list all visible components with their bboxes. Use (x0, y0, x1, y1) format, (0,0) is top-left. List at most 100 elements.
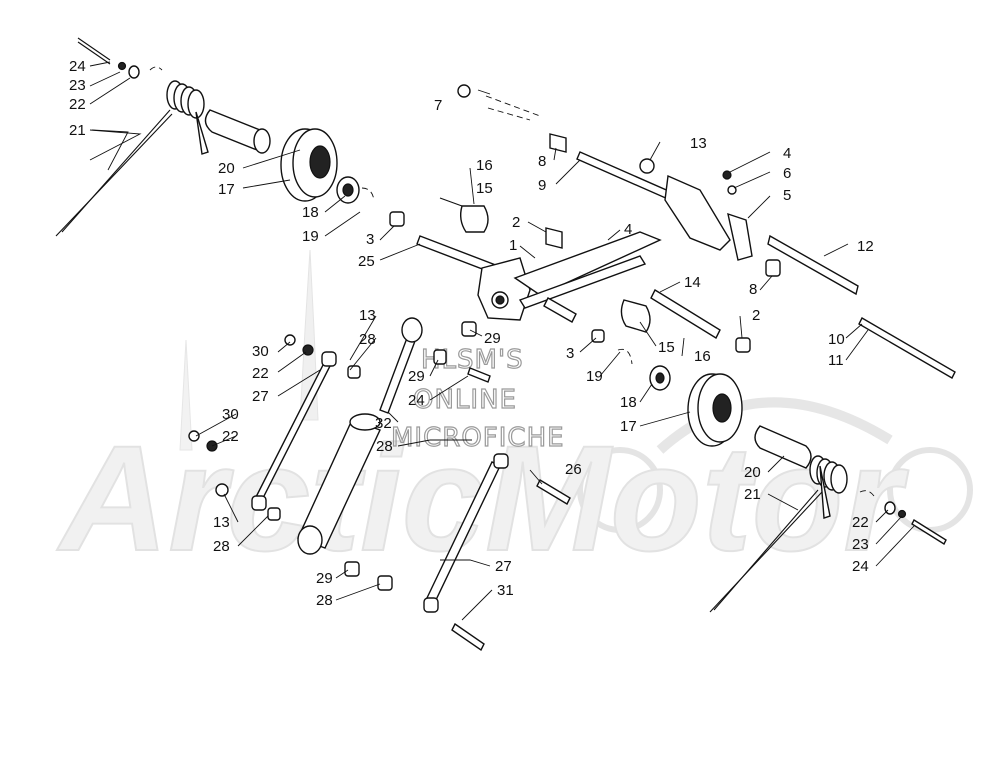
callout-19: 19 (302, 228, 319, 245)
callout-8b: 8 (749, 281, 757, 298)
callout-labels: 24 23 22 21 20 17 18 19 3 25 16 15 7 8 9… (69, 58, 874, 609)
rod-14-shape (650, 289, 721, 339)
callout-13: 13 (690, 135, 707, 152)
bolt-12-shape (767, 234, 859, 296)
callout-20b: 20 (744, 464, 761, 481)
bolt-16-shape (439, 197, 463, 207)
callout-24c: 24 (852, 558, 869, 575)
bushing-28d-shape (377, 575, 393, 591)
spacer-3-shape (389, 211, 405, 227)
callout-29: 29 (484, 330, 501, 347)
block-2-shape (545, 227, 563, 249)
callout-22b: 22 (252, 365, 269, 382)
bushing-8b-shape (765, 259, 781, 277)
callout-15: 15 (476, 180, 493, 197)
callout-22c: 22 (222, 428, 239, 445)
watermark-line-3: MICROFICHE (391, 423, 565, 453)
callout-2b: 2 (752, 307, 760, 324)
center-assembly (439, 197, 751, 353)
callout-28b: 28 (376, 438, 393, 455)
callout-18: 18 (302, 204, 319, 221)
fastener-6-shape (722, 170, 732, 180)
leader-lines (89, 61, 915, 621)
callout-28d: 28 (316, 592, 333, 609)
block-2b-shape (735, 337, 751, 353)
callout-17: 17 (218, 181, 235, 198)
callout-26: 26 (565, 461, 582, 478)
callout-22d: 22 (852, 514, 869, 531)
callout-30: 30 (252, 343, 269, 360)
callout-27: 27 (252, 388, 269, 405)
bushing-8-shape (549, 133, 567, 153)
callout-16: 16 (476, 157, 493, 174)
pivot-arm-1-plate (477, 257, 531, 321)
bracket-5-ear (727, 212, 753, 261)
callout-9: 9 (538, 177, 546, 194)
torsion-spring-left (55, 80, 209, 237)
bolt-24-shape (77, 37, 111, 61)
clip-shape (149, 66, 163, 71)
callout-29c: 29 (316, 570, 333, 587)
snap-ring-19-shape (361, 187, 375, 201)
spacer-29c-shape (344, 561, 360, 577)
callout-25: 25 (358, 253, 375, 270)
callout-28c: 28 (213, 538, 230, 555)
callout-21b: 21 (744, 486, 761, 503)
nut-13c-shape (215, 483, 229, 497)
pivot-arm-1-tube-lower (518, 255, 647, 309)
nut-7-shape (457, 84, 471, 98)
bolt-26-shape (536, 479, 571, 505)
watermark-spire-shape (299, 249, 319, 421)
nut-23-shape (117, 61, 127, 71)
callout-14: 14 (684, 274, 701, 291)
callout-28: 28 (359, 331, 376, 348)
callout-7: 7 (434, 97, 442, 114)
snap-ring-19b-shape (617, 348, 633, 365)
callout-13c: 13 (213, 514, 230, 531)
spacer-29-shape (461, 321, 477, 337)
callout-1: 1 (509, 237, 517, 254)
sleeve-20-end (253, 128, 271, 154)
upper-right-assembly (457, 84, 956, 379)
pivot-arm-1-tube (513, 231, 662, 296)
callout-32: 32 (375, 415, 392, 432)
callout-3b: 3 (566, 345, 574, 362)
callout-6: 6 (783, 165, 791, 182)
upper-left-assembly (55, 37, 541, 291)
bolt-24b-shape (467, 367, 491, 383)
callout-10: 10 (828, 331, 845, 348)
watermark-wheel-shape (577, 447, 663, 533)
nut-13-shape (639, 158, 655, 174)
callout-30b: 30 (222, 406, 239, 423)
callout-2: 2 (512, 214, 520, 231)
callout-19b: 19 (586, 368, 603, 385)
callout-23b: 23 (852, 536, 869, 553)
torsion-spring-right (709, 455, 848, 613)
callout-8: 8 (538, 153, 546, 170)
callout-31: 31 (497, 582, 514, 599)
callout-3: 3 (366, 231, 374, 248)
idler-wheel-17-hub (309, 145, 331, 179)
watermark-tower-shape (179, 339, 193, 451)
callout-22: 22 (69, 96, 86, 113)
bumper-15b-shape (620, 299, 651, 333)
callout-24b: 24 (408, 392, 425, 409)
watermark-bike-shape (656, 397, 893, 454)
bolt-24c-shape (911, 518, 947, 546)
nut-30-shape (284, 334, 296, 346)
callout-12: 12 (857, 238, 874, 255)
callout-11: 11 (828, 352, 844, 369)
callout-21: 21 (69, 122, 86, 139)
callout-13b: 13 (359, 307, 376, 324)
callout-29b: 29 (408, 368, 425, 385)
callout-27b: 27 (495, 558, 512, 575)
callout-16b: 16 (694, 348, 711, 365)
callout-17b: 17 (620, 418, 637, 435)
callout-20: 20 (218, 160, 235, 177)
shock-linkage-assembly (188, 317, 571, 652)
rod-9-shape (576, 151, 681, 204)
bushing-28-shape (347, 365, 361, 379)
washer-22-shape (128, 65, 140, 79)
